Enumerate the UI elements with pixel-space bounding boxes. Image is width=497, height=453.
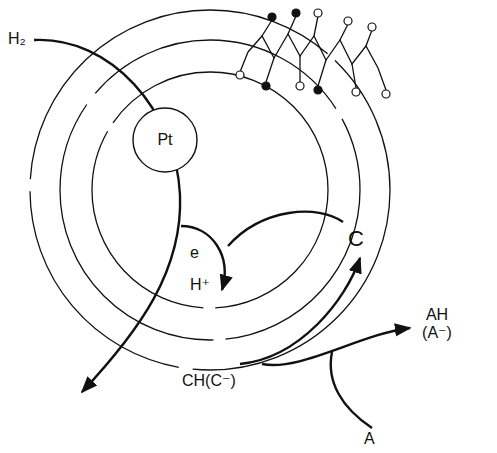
product-label: AH (A⁻) bbox=[414, 306, 460, 343]
carrier-return bbox=[228, 212, 343, 246]
carrier-label: C bbox=[348, 226, 364, 251]
reduced-carrier-label: CH(C⁻) bbox=[182, 372, 236, 390]
electron-label: e bbox=[190, 244, 199, 262]
hydrogen-path bbox=[34, 40, 180, 392]
middle-membrane bbox=[60, 40, 360, 340]
substrate-label: A bbox=[364, 430, 375, 448]
inner-membrane bbox=[92, 72, 328, 308]
metal-particle: Pt bbox=[132, 107, 198, 173]
substrate-path bbox=[331, 352, 372, 428]
reduction-arrow bbox=[262, 328, 410, 365]
outer-membrane bbox=[30, 10, 390, 370]
lipid-chain bbox=[240, 16, 386, 90]
reactant-label: H₂ bbox=[8, 30, 26, 48]
lipid-heads bbox=[236, 9, 390, 98]
particle-label: Pt bbox=[157, 131, 172, 149]
proton-label: H⁺ bbox=[190, 276, 210, 294]
